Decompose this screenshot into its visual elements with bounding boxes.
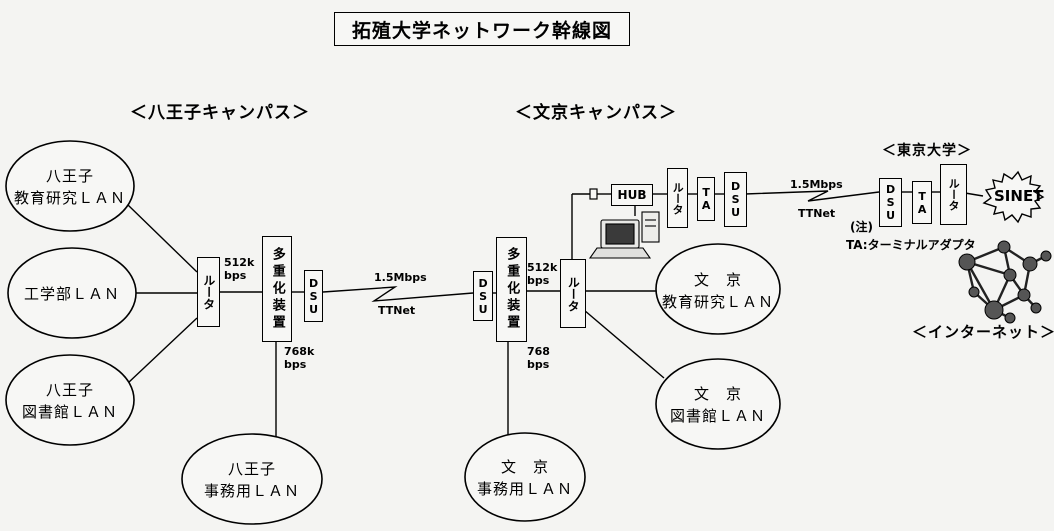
tokyo-ta[interactable]: TA: [912, 181, 932, 224]
lan-bunkyo-library-line1: 文 京: [693, 385, 742, 403]
hachioji-router-label: ルータ: [201, 274, 216, 310]
lan-bunkyo-office-shape: [464, 432, 586, 522]
hachioji-dsu[interactable]: DSU: [304, 270, 323, 322]
bunkyo-multiplexer[interactable]: 多重化装置: [496, 237, 527, 342]
lan-hachioji-library-line2: 図書館ＬＡＮ: [21, 402, 118, 421]
hachioji-router-speed-value: 512k: [224, 256, 255, 269]
bunkyo-hub[interactable]: HUB: [611, 184, 653, 206]
bunkyo-router2-label: ルータ: [671, 181, 685, 215]
tokyo-link-speed: 1.5Mbps: [790, 178, 843, 191]
lan-engineering[interactable]: 工学部ＬＡＮ: [8, 284, 136, 306]
link-tokyo-ttnet: [744, 190, 880, 202]
note-heading: (注): [850, 220, 873, 234]
lan-engineering-shape: [7, 247, 137, 339]
lan-bunkyo-research[interactable]: 文 京 教育研究ＬＡＮ: [656, 270, 780, 314]
link-hachioji-library: [127, 317, 198, 384]
lan-bunkyo-library-shape: [655, 358, 781, 450]
lan-hachioji-office-shape: [181, 433, 323, 525]
tokyo-link-carrier: TTNet: [798, 207, 836, 220]
hachioji-router[interactable]: ルータ: [197, 257, 220, 327]
lan-hachioji-library-line1: 八王子: [45, 381, 94, 399]
bunkyo-hub-label: HUB: [617, 187, 647, 202]
hachioji-router-speed: 512k bps: [224, 256, 255, 282]
bunkyo-dsu2[interactable]: DSU: [724, 172, 747, 227]
lan-hachioji-office-line2: 事務用ＬＡＮ: [203, 481, 300, 500]
bunkyo-office-speed: 768 bps: [527, 345, 550, 371]
tokyo-router-label: ルータ: [947, 178, 961, 211]
bunkyo-router-speed: 512k bps: [527, 261, 558, 287]
lan-bunkyo-research-shape: [655, 243, 781, 335]
lan-hachioji-research[interactable]: 八王子 教育研究ＬＡＮ: [6, 166, 134, 210]
bunkyo-router-speed-unit: bps: [527, 273, 550, 287]
link-router-library-bunkyo: [583, 309, 665, 379]
main-link-carrier: TTNet: [378, 304, 416, 317]
sinet-cloud-shape: [982, 170, 1045, 224]
bunkyo-links: [491, 193, 724, 441]
hachioji-dsu-label: DSU: [307, 276, 321, 316]
lan-bunkyo-research-line2: 教育研究ＬＡＮ: [661, 292, 774, 311]
tokyo-dsu[interactable]: DSU: [879, 178, 902, 227]
bunkyo-ta[interactable]: TA: [697, 177, 715, 221]
lan-hachioji-office-line1: 八王子: [227, 460, 276, 478]
lan-engineering-line1: 工学部ＬＡＮ: [23, 285, 120, 303]
lan-bunkyo-office[interactable]: 文 京 事務用ＬＡＮ: [465, 457, 585, 501]
lan-hachioji-library-shape: [5, 354, 135, 446]
hachioji-links: [127, 204, 304, 447]
lan-hachioji-research-line1: 八王子: [45, 167, 94, 185]
hachioji-office-speed-value: 768k: [284, 345, 315, 358]
tokyo-dsu-label: DSU: [884, 183, 898, 222]
tokyo-university-label: ＜東京大学＞: [882, 143, 972, 159]
hachioji-office-speed: 768k bps: [284, 345, 315, 371]
tokyo-router[interactable]: ルータ: [940, 164, 967, 225]
bunkyo-office-speed-unit: bps: [527, 357, 550, 371]
lan-hachioji-library[interactable]: 八王子 図書館ＬＡＮ: [6, 380, 134, 424]
hachioji-multiplexer[interactable]: 多重化装置: [262, 236, 292, 342]
lan-hachioji-office[interactable]: 八王子 事務用ＬＡＮ: [182, 459, 322, 503]
hachioji-office-speed-unit: bps: [284, 357, 307, 371]
sinet-label[interactable]: SINET: [994, 187, 1044, 205]
lan-bunkyo-library[interactable]: 文 京 図書館ＬＡＮ: [656, 384, 780, 428]
lan-bunkyo-office-line2: 事務用ＬＡＮ: [476, 479, 573, 498]
bunkyo-office-speed-value: 768: [527, 345, 550, 358]
lan-hachioji-research-line2: 教育研究ＬＡＮ: [13, 188, 126, 207]
bunkyo-dsu[interactable]: DSU: [473, 271, 493, 321]
bunkyo-multiplexer-label: 多重化装置: [504, 247, 520, 332]
lan-bunkyo-research-line1: 文 京: [693, 271, 742, 289]
lan-hachioji-research-shape: [5, 140, 135, 232]
link-main-ttnet: [322, 286, 474, 302]
lan-ellipses: [5, 140, 781, 525]
hachioji-campus-label: ＜八王子キャンパス＞: [130, 103, 310, 123]
diagram-title: 拓殖大学ネットワーク幹線図: [334, 12, 630, 46]
bunkyo-dsu2-label: DSU: [729, 180, 743, 219]
bunkyo-ta-label: TA: [699, 186, 713, 212]
bunkyo-router-speed-value: 512k: [527, 261, 558, 274]
internet-molecule-nodes: [958, 240, 1052, 324]
lan-bunkyo-office-line1: 文 京: [500, 458, 549, 476]
bunkyo-campus-label: ＜文京キャンパス＞: [515, 103, 677, 123]
bunkyo-router2[interactable]: ルータ: [667, 168, 688, 228]
bunkyo-router[interactable]: ルータ: [560, 259, 586, 328]
bunkyo-router-label: ルータ: [566, 275, 581, 312]
hub-port-square: [589, 188, 598, 200]
main-link-speed: 1.5Mbps: [374, 271, 427, 284]
lan-bunkyo-library-line2: 図書館ＬＡＮ: [669, 406, 766, 425]
bunkyo-dsu-label: DSU: [476, 276, 490, 316]
internet-label: ＜インターネット＞: [912, 323, 1054, 341]
link-hachioji-research: [127, 204, 198, 273]
note-text: TA:ターミナルアダプタ: [846, 238, 976, 252]
tokyo-ta-label: TA: [915, 189, 929, 216]
hachioji-router-speed-unit: bps: [224, 268, 247, 282]
computer-icon: [588, 211, 660, 259]
hachioji-multiplexer-label: 多重化装置: [269, 246, 285, 332]
